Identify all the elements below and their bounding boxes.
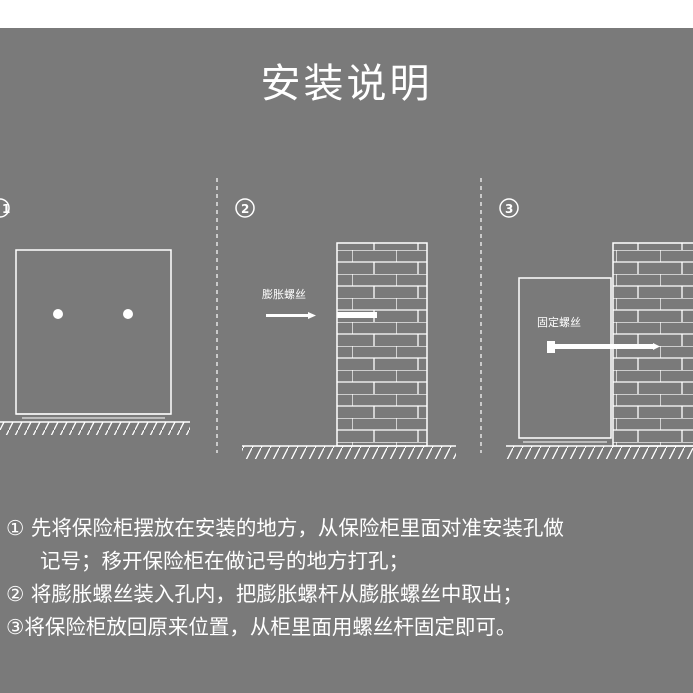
drilled-hole-icon: [337, 312, 377, 318]
ground-hatching: [242, 445, 456, 459]
step-1-line-2: 记号；移开保险柜在做记号的地方打孔；: [40, 549, 409, 573]
fixing-screw-label: 固定螺丝: [537, 315, 581, 329]
installation-illustration: 1 2 膨胀螺丝: [0, 178, 693, 459]
safe-cabinet: [15, 249, 172, 419]
brick-wall: [336, 242, 428, 447]
page-title: 安装说明: [260, 61, 433, 107]
step-number-circle: [499, 198, 519, 218]
step-number-label: 3: [505, 202, 513, 216]
expansion-screw-icon: [266, 312, 316, 319]
step-2-line-1: ② 将膨胀螺丝装入孔内，把膨胀螺杆从膨胀螺丝中取出；: [6, 582, 523, 606]
ground-hatching: [0, 421, 190, 435]
expansion-screw-label: 膨胀螺丝: [262, 287, 306, 301]
step-3-line-1: ③将保险柜放回原来位置，从柜里面用螺丝杆固定即可。: [6, 615, 517, 639]
instruction-steps: ① 先将保险柜摆放在安装的地方，从保险柜里面对准安装孔做 记号；移开保险柜在做记…: [6, 512, 693, 644]
step-number-label: 2: [241, 202, 249, 216]
step-1-panel: 1: [0, 198, 190, 435]
safe-cabinet: [518, 277, 612, 443]
step-number-label: 1: [2, 202, 10, 216]
mounting-hole-mark: [123, 309, 133, 319]
step-number-circle: [0, 198, 10, 218]
step-1-line-1: ① 先将保险柜摆放在安装的地方，从保险柜里面对准安装孔做: [6, 516, 564, 540]
mounting-hole-mark: [53, 309, 63, 319]
instruction-panel: 安装说明 1: [0, 28, 693, 693]
step-3-panel: 3 固定螺丝: [499, 198, 693, 459]
step-number-circle: [235, 198, 255, 218]
ground-hatching: [506, 445, 693, 459]
fixing-screw-icon: [547, 341, 660, 353]
step-2-panel: 2 膨胀螺丝: [235, 198, 456, 459]
